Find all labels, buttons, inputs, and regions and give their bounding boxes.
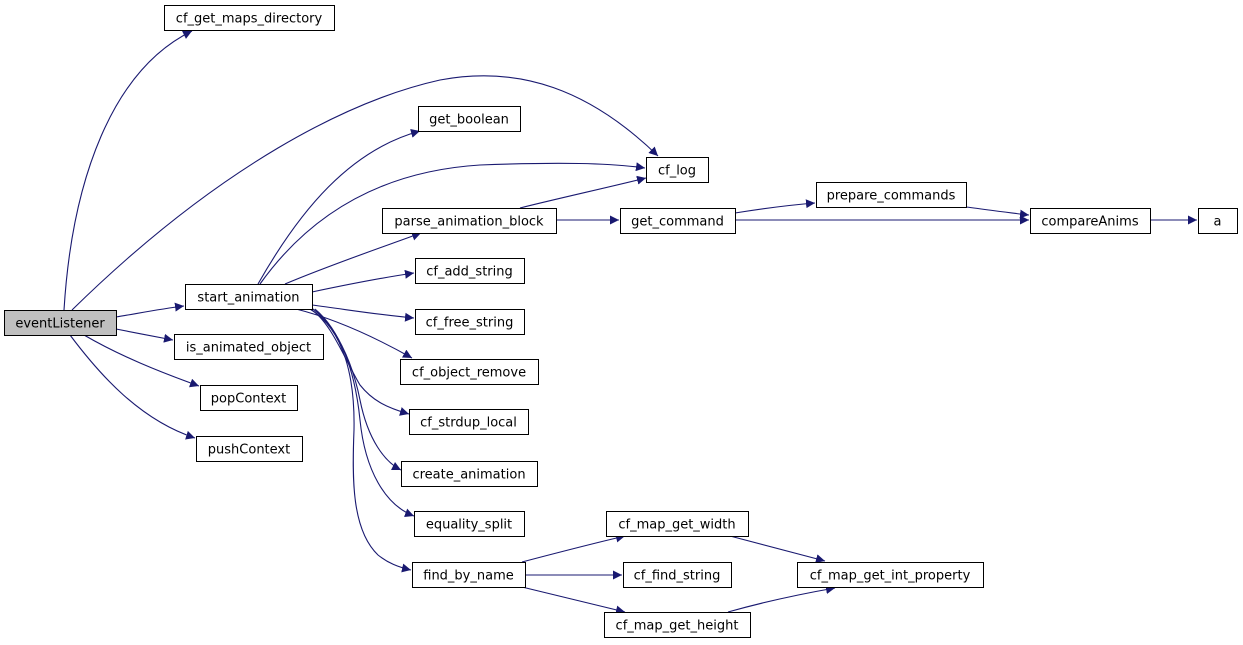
edge-start_animation-to-cf_strdup_local [309,308,410,416]
node-label: get_boolean [429,113,509,128]
edge-eventListener-to-is_animated_object [115,328,174,343]
node-cf_map_get_width[interactable]: cf_map_get_width [606,511,749,537]
node-cf_strdup_local[interactable]: cf_strdup_local [409,409,529,435]
nodes-layer: eventListener cf_get_maps_directory cf_log… [4,5,1238,638]
node-label: cf_map_get_width [618,518,735,533]
node-prepare_commands[interactable]: prepare_commands [816,182,967,208]
node-label: popContext [211,392,286,407]
node-box [409,409,529,435]
node-compareAnims[interactable]: compareAnims [1030,208,1151,234]
edge-start_animation-to-parse_animation_block [284,231,422,285]
edge-find_by_name-to-cf_map_get_height [521,586,626,615]
edges-layer [63,30,1197,615]
node-label: cf_map_get_height [616,619,739,634]
node-label: create_animation [412,468,525,483]
node-start_animation[interactable]: start_animation [185,284,313,310]
node-get_command[interactable]: get_command [620,208,736,234]
edge-start_animation-to-cf_free_string [311,304,415,322]
edge-start_animation-to-cf_add_string [311,269,415,293]
node-label: pushContext [208,443,290,458]
edge-eventListener-to-pushContext [69,334,196,440]
node-label: eventListener [15,317,105,332]
node-box [604,612,751,638]
node-label: parse_animation_block [394,215,544,230]
node-cf_object_remove[interactable]: cf_object_remove [400,359,539,385]
node-parse_animation_block[interactable]: parse_animation_block [382,208,557,234]
node-cf_add_string[interactable]: cf_add_string [415,258,525,284]
edge-prepare_commands-to-compareAnims [965,206,1030,219]
node-box [200,385,298,411]
edge-start_animation-to-get_boolean [257,129,421,285]
node-box [418,106,521,132]
edge-start_animation-to-cf_log [259,162,646,285]
node-label: cf_object_remove [412,366,526,381]
node-label: equality_split [426,518,512,533]
node-a[interactable]: a [1198,208,1238,234]
edge-find_by_name-to-cf_map_get_width [521,533,626,563]
node-label: a [1214,215,1222,230]
node-create_animation[interactable]: create_animation [401,461,538,487]
node-box [401,461,538,487]
node-box [816,182,967,208]
node-label: cf_find_string [634,569,721,584]
edge-eventListener-to-popContext [83,334,200,388]
node-label: compareAnims [1041,215,1138,230]
edge-start_animation-to-find_by_name [309,308,412,573]
node-label: get_command [631,215,724,230]
node-cf_map_get_height[interactable]: cf_map_get_height [604,612,751,638]
node-label: cf_log [658,164,696,179]
node-label: is_animated_object [186,341,311,356]
node-box [412,562,526,588]
node-label: cf_map_get_int_property [810,569,971,584]
edge-eventListener-to-start_animation [115,302,185,318]
node-box [606,511,749,537]
node-label: cf_strdup_local [420,416,517,431]
node-box [164,5,335,31]
node-cf_free_string[interactable]: cf_free_string [415,309,525,335]
edge-get_command-to-prepare_commands [734,199,816,214]
edge-cf_map_get_height-to-cf_map_get_int_property [727,585,836,613]
node-get_boolean[interactable]: get_boolean [418,106,521,132]
node-find_by_name[interactable]: find_by_name [412,562,526,588]
node-box [415,309,525,335]
node-cf_map_get_int_property[interactable]: cf_map_get_int_property [797,562,984,588]
edge-eventListener-to-cf_get_maps_directory [63,30,193,311]
edge-start_animation-to-equality_split [314,308,415,518]
node-box [382,208,557,234]
node-cf_find_string[interactable]: cf_find_string [623,562,732,588]
node-cf_get_maps_directory[interactable]: cf_get_maps_directory [164,5,335,31]
node-box [623,562,732,588]
edge-start_animation-to-cf_object_remove [295,308,413,359]
node-cf_log[interactable]: cf_log [646,157,709,183]
node-box [174,334,324,360]
node-label: cf_get_maps_directory [176,12,323,27]
node-label: cf_add_string [426,265,513,280]
node-label: prepare_commands [827,189,956,204]
edge-parse_animation_block-to-cf_log [519,175,647,209]
node-box [1198,208,1238,234]
edge-cf_map_get_width-to-cf_map_get_int_property [729,535,826,564]
node-label: find_by_name [423,569,514,584]
node-pushContext[interactable]: pushContext [196,436,303,462]
node-box [400,359,539,385]
node-box [1030,208,1151,234]
node-box [415,258,525,284]
node-label: start_animation [197,291,299,306]
edge-eventListener-to-cf_log [71,75,659,311]
node-box [185,284,313,310]
node-box [196,436,303,462]
node-box [797,562,984,588]
node-eventListener[interactable]: eventListener [4,310,117,336]
node-popContext[interactable]: popContext [200,385,298,411]
node-equality_split[interactable]: equality_split [414,511,525,537]
node-label: cf_free_string [426,316,514,331]
node-is_animated_object[interactable]: is_animated_object [174,334,324,360]
node-box [620,208,736,234]
edge-start_animation-to-create_animation [312,308,402,471]
node-box [646,157,709,183]
node-box [4,310,117,336]
node-box [414,511,525,537]
